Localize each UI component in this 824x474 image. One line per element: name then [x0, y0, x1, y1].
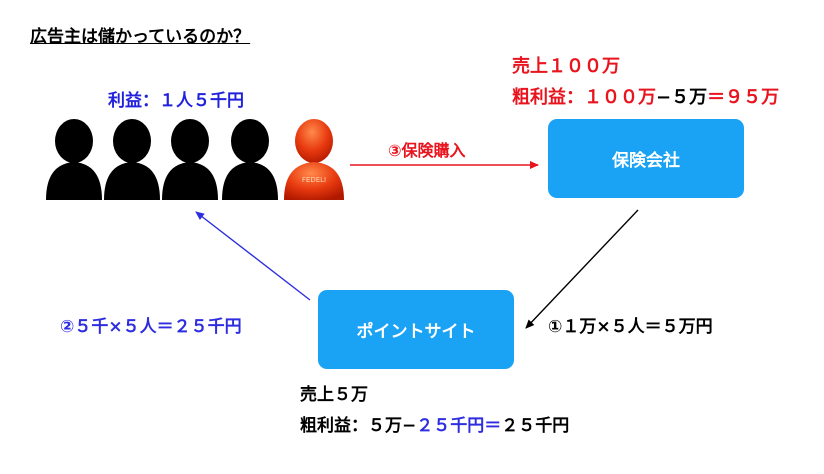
insurance-gross-minus: −５万 — [656, 87, 708, 108]
insurance-gross-profit: 粗利益：１００万−５万＝９５万 — [512, 83, 779, 109]
person-icon-2 — [104, 119, 160, 200]
person-icon-4 — [222, 119, 278, 200]
profit-per-person-label: 利益：１人５千円 — [108, 91, 244, 111]
insurance-gross-a: １００万 — [584, 87, 656, 108]
payment-arrow — [525, 209, 639, 329]
person-icon-red: FEDELI — [284, 119, 344, 200]
point-site-gross-profit: 粗利益：５万−２５千円＝２５千円 — [300, 411, 569, 436]
person-icon-3 — [162, 119, 218, 200]
reward-arrow-label: ②５千×５人＝２５千円 — [60, 317, 242, 337]
point-site-box: ポイントサイト — [318, 290, 514, 369]
reward-arrow — [195, 211, 311, 301]
point-site-gross-prefix: 粗利益：５万− — [300, 416, 417, 436]
person-icon-1 — [46, 119, 102, 200]
point-site-sales: 売上５万 — [300, 385, 368, 405]
page-title: 広告主は儲かっているのか？ — [30, 27, 251, 47]
insurance-sales: 売上１００万 — [512, 56, 620, 77]
point-site-gross-rest: ２５千円 — [501, 416, 570, 436]
payment-arrow-label: ①１万×５人＝５万円 — [548, 317, 713, 337]
insurance-company-box: 保険会社 — [548, 119, 744, 198]
insurance-gross-prefix: 粗利益： — [512, 87, 584, 108]
insurance-gross-rest: ＝９５万 — [707, 87, 780, 108]
point-site-gross-eq: ＝ — [484, 416, 502, 436]
purchase-arrow-label: ③保険購入 — [388, 141, 466, 160]
point-site-gross-mid: ２５千円 — [416, 416, 485, 436]
shirt-text: FEDELI — [302, 176, 326, 184]
